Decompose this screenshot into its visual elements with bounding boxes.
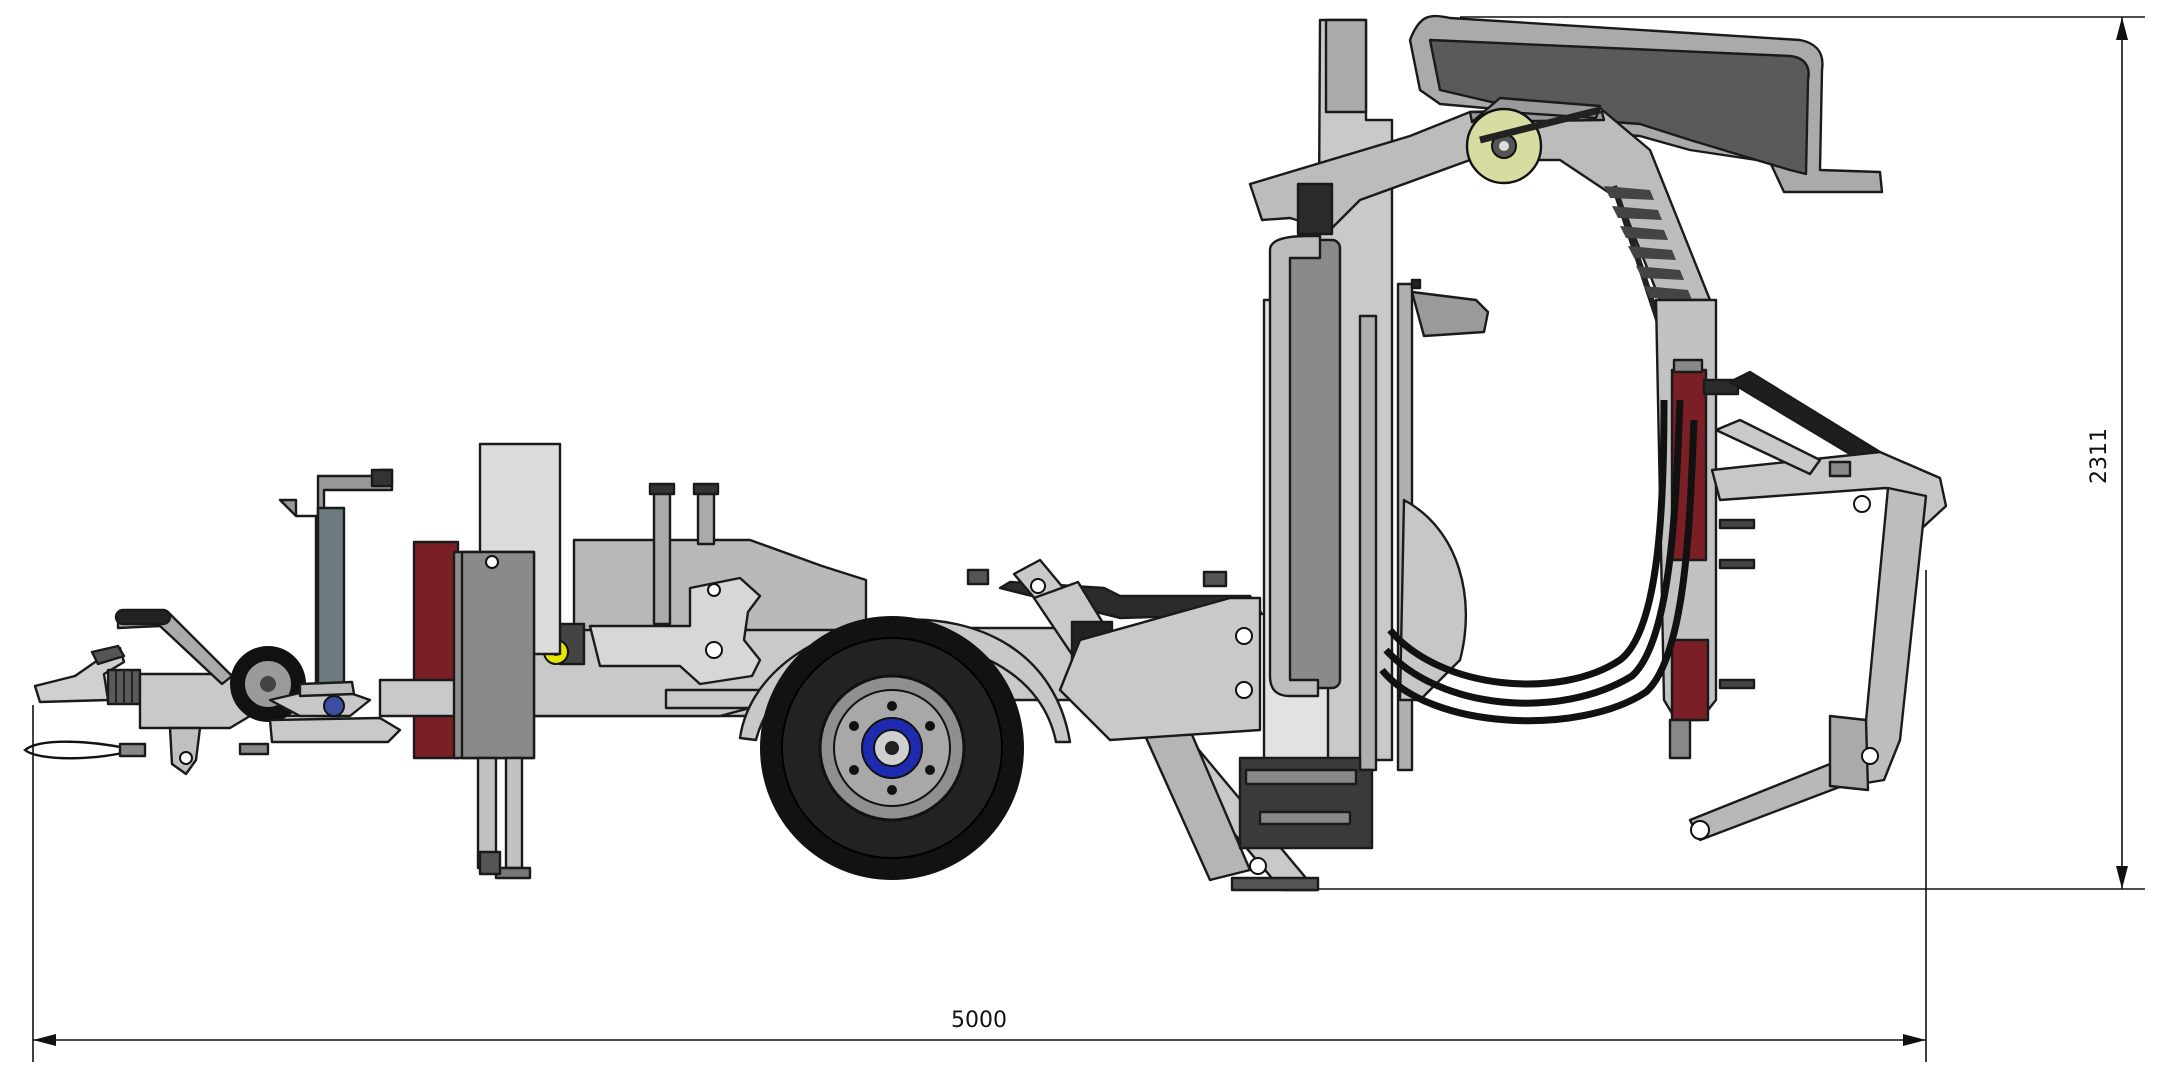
loading-ramp-arm <box>966 558 1320 892</box>
main-wheel <box>738 616 1072 880</box>
drawbar-brace <box>268 716 402 744</box>
bale-tipping-frame <box>1688 370 1948 842</box>
length-dimension: 5000 <box>32 570 1927 1062</box>
front-stand-column <box>452 442 562 880</box>
height-dimension: 2311 <box>1310 16 2145 890</box>
height-dimension-label: 2311 <box>2087 428 2112 484</box>
jockey-wheel <box>230 468 394 722</box>
hydraulic-hoses <box>1379 399 1698 725</box>
rear-guard-beam <box>1714 418 1822 476</box>
length-dimension-label: 5000 <box>951 1008 1007 1033</box>
